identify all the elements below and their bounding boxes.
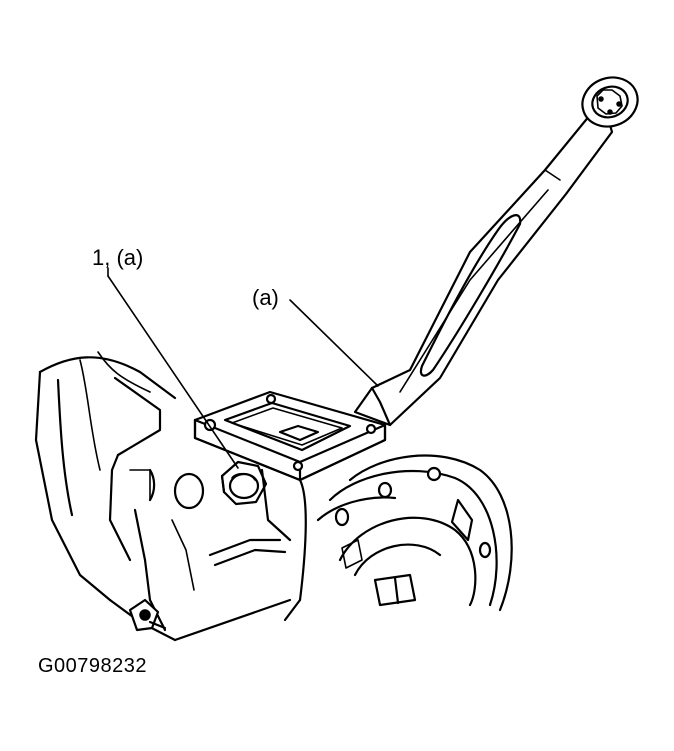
bell-housing xyxy=(171,454,513,642)
figure-id-label: G00798232 xyxy=(38,655,148,677)
callout-bolt-label: 1, (a) xyxy=(92,245,144,270)
offset-wrench xyxy=(353,76,639,427)
drain-bolt xyxy=(128,598,167,632)
cover-plate xyxy=(193,390,387,482)
callout-wrench-label: (a) xyxy=(252,285,279,310)
bolt-1 xyxy=(220,460,268,506)
leader-lines xyxy=(107,267,379,469)
transmission-case-left xyxy=(34,351,205,642)
